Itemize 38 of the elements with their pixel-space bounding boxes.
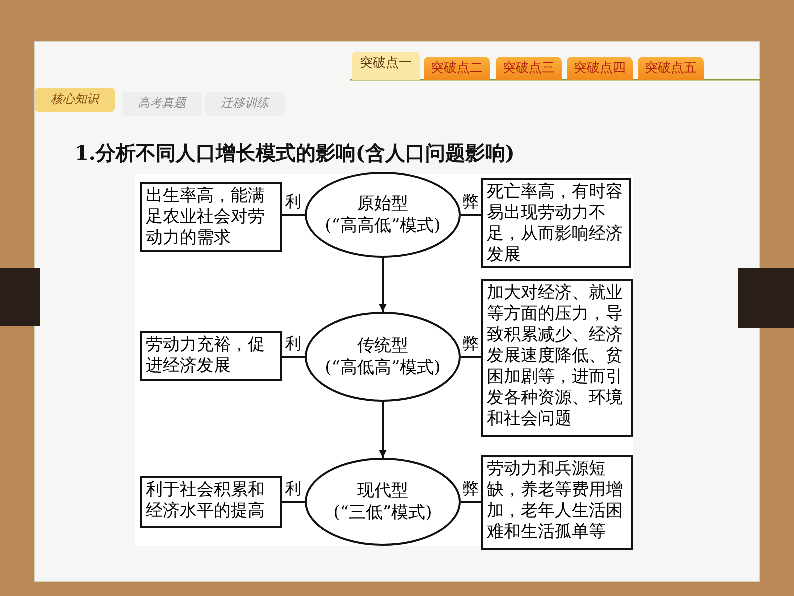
connector-line — [461, 356, 481, 358]
node-text: 原始型 — [358, 193, 408, 215]
node-text: (“高高低”模式) — [325, 215, 441, 237]
connector-line — [282, 214, 305, 216]
edge-label: 弊 — [463, 193, 479, 211]
connector-line — [461, 501, 481, 503]
tab: 迁移训练 — [205, 92, 285, 116]
text-box: 利于社会积累和经济水平的提高 — [140, 476, 282, 528]
arrow — [379, 402, 387, 458]
text-box: 死亡率高，有时容易出现劳动力不足，从而影响经济发展 — [481, 178, 631, 268]
title: 1.分析不同人口增长模式的影响(含人口问题影响) — [75, 140, 515, 167]
tab: 突破点三 — [496, 57, 562, 80]
ellipse-node — [305, 458, 461, 546]
tab: 突破点五 — [638, 57, 704, 80]
edge-label: 弊 — [463, 335, 479, 353]
node-text: (“三低”模式) — [334, 502, 432, 524]
tab: 突破点二 — [424, 57, 490, 80]
connector-line — [282, 501, 305, 503]
ellipse-node — [305, 172, 461, 258]
edge-label: 利 — [286, 193, 302, 211]
tab: 突破点一 — [352, 52, 420, 80]
connector-line — [282, 356, 305, 358]
node-text: (“高低高”模式) — [325, 357, 441, 379]
text-box: 劳动力充裕，促进经济发展 — [140, 331, 282, 381]
tab: 高考真题 — [122, 92, 202, 116]
node-text: 现代型 — [358, 480, 408, 502]
text-box: 出生率高，能满足农业社会对劳动力的需求 — [140, 182, 282, 252]
tab: 核心知识 — [35, 88, 115, 112]
edge-label: 利 — [286, 335, 302, 353]
connector-line — [461, 214, 481, 216]
edge-label: 利 — [286, 480, 302, 498]
edge-label: 弊 — [463, 480, 479, 498]
node-text: 传统型 — [358, 335, 408, 357]
text-box: 加大对经济、就业等方面的压力，导致积累减少、经济发展速度降低、贫困加剧等，进而引发各种资源、环境和社会问题 — [481, 279, 633, 437]
text-box: 劳动力和兵源短缺，养老等费用增加，老年人生活困难和生活孤单等 — [481, 455, 633, 550]
arrow — [379, 258, 387, 312]
ellipse-node — [305, 312, 461, 402]
tab: 突破点四 — [567, 57, 633, 80]
